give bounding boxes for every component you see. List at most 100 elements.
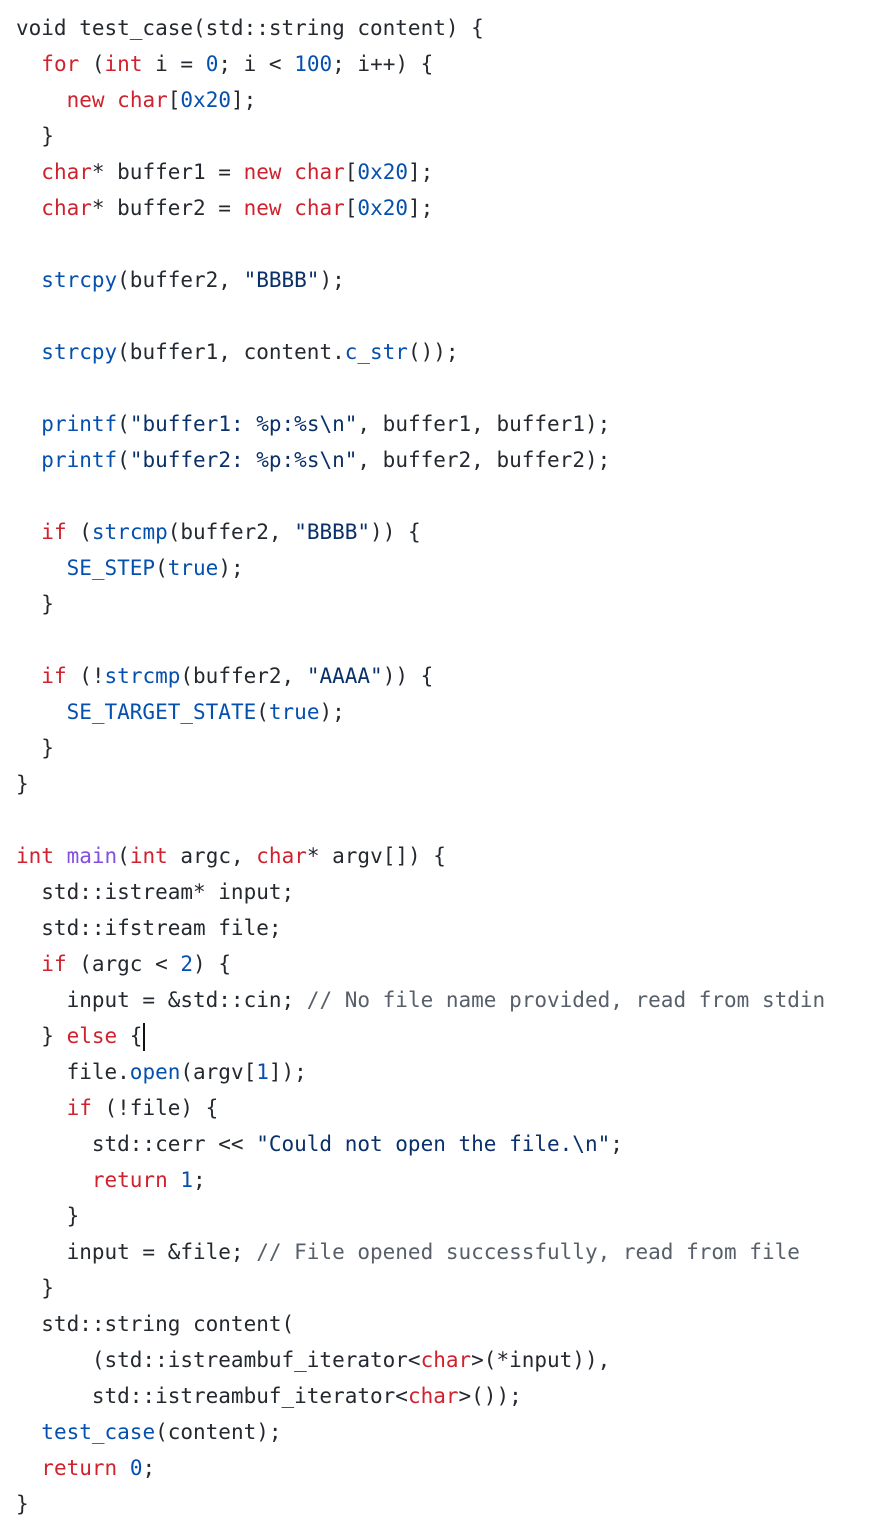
code-line: } bbox=[16, 730, 876, 766]
code-editor[interactable]: void test_case(std::string content) { fo… bbox=[16, 10, 876, 1522]
code-token: ]; bbox=[408, 160, 434, 184]
code-token: [ bbox=[167, 88, 181, 112]
code-token bbox=[117, 1456, 130, 1480]
code-line: strcpy(buffer1, content.c_str()); bbox=[16, 334, 876, 370]
code-token: ); bbox=[319, 700, 345, 724]
code-line: if (!file) { bbox=[16, 1090, 876, 1126]
code-token: >()); bbox=[458, 1384, 522, 1408]
code-token: ]; bbox=[230, 88, 257, 112]
code-line: return 1; bbox=[16, 1162, 876, 1198]
code-line: int main(int argc, char* argv[]) { bbox=[16, 838, 876, 874]
comment-token: // No file name provided, read from stdi… bbox=[306, 988, 826, 1012]
code-line: SE_TARGET_STATE(true); bbox=[16, 694, 876, 730]
function-token: strcpy bbox=[41, 340, 118, 364]
code-token: } bbox=[16, 1276, 54, 1300]
code-token: ( bbox=[155, 556, 168, 580]
code-token: (buffer2, bbox=[167, 520, 295, 544]
code-token: >(*input)), bbox=[471, 1348, 611, 1372]
text-cursor bbox=[143, 1023, 146, 1051]
code-token bbox=[16, 448, 41, 472]
code-token: )) { bbox=[370, 520, 421, 544]
code-line bbox=[16, 478, 876, 514]
code-token bbox=[16, 1420, 41, 1444]
code-line: void test_case(std::string content) { bbox=[16, 10, 876, 46]
code-token: (argv[ bbox=[180, 1060, 257, 1084]
code-token: ( bbox=[117, 412, 130, 436]
function-token: strcpy bbox=[41, 268, 118, 292]
keyword-token: int bbox=[104, 52, 143, 76]
code-token: } bbox=[16, 772, 29, 796]
code-token: * buffer1 = bbox=[91, 160, 244, 184]
string-token: "BBBB" bbox=[294, 520, 371, 544]
keyword-token: if bbox=[41, 520, 67, 544]
function-token: strcmp bbox=[104, 664, 181, 688]
code-token: [ bbox=[344, 196, 358, 220]
code-token: } bbox=[16, 1024, 67, 1048]
code-line: new char[0x20]; bbox=[16, 82, 876, 118]
code-token: (content); bbox=[155, 1420, 282, 1444]
code-token: void test_case(std::string content) { bbox=[16, 16, 484, 40]
keyword-token: char bbox=[117, 88, 168, 112]
code-line: strcpy(buffer2, "BBBB"); bbox=[16, 262, 876, 298]
code-line: } bbox=[16, 1486, 876, 1522]
code-token: ( bbox=[117, 844, 130, 868]
code-line: return 0; bbox=[16, 1450, 876, 1486]
keyword-token: if bbox=[41, 664, 67, 688]
code-token: (argc < bbox=[66, 952, 181, 976]
code-line: if (!strcmp(buffer2, "AAAA")) { bbox=[16, 658, 876, 694]
code-line: for (int i = 0; i < 100; i++) { bbox=[16, 46, 876, 82]
code-token: ; bbox=[142, 1456, 156, 1480]
code-line: file.open(argv[1]); bbox=[16, 1054, 876, 1090]
code-token: (! bbox=[66, 664, 105, 688]
code-token: ( bbox=[117, 448, 130, 472]
code-line: if (strcmp(buffer2, "BBBB")) { bbox=[16, 514, 876, 550]
keyword-token: if bbox=[66, 1096, 92, 1120]
number-token: 0x20 bbox=[180, 88, 231, 112]
number-token: 0x20 bbox=[357, 160, 408, 184]
code-line: (std::istreambuf_iterator<char>(*input))… bbox=[16, 1342, 876, 1378]
code-line: std::istreambuf_iterator<char>()); bbox=[16, 1378, 876, 1414]
code-token: argc, bbox=[167, 844, 257, 868]
code-line: } bbox=[16, 586, 876, 622]
code-token bbox=[16, 412, 41, 436]
code-line: printf("buffer1: %p:%s\n", buffer1, buff… bbox=[16, 406, 876, 442]
code-line: } else { bbox=[16, 1018, 876, 1054]
code-token: ; i++) { bbox=[332, 52, 434, 76]
code-token: )) { bbox=[382, 664, 434, 688]
keyword-token: int bbox=[129, 844, 168, 868]
code-line: printf("buffer2: %p:%s\n", buffer2, buff… bbox=[16, 442, 876, 478]
function-token: strcmp bbox=[91, 520, 168, 544]
code-token bbox=[16, 1168, 92, 1192]
keyword-token: char bbox=[41, 160, 92, 184]
code-token: i = bbox=[142, 52, 206, 76]
code-token: * argv[]) { bbox=[306, 844, 446, 868]
code-token: } bbox=[16, 592, 54, 616]
code-token bbox=[16, 196, 41, 220]
number-token: true bbox=[268, 700, 320, 724]
code-line bbox=[16, 298, 876, 334]
keyword-token: char bbox=[407, 1384, 459, 1408]
type-token: main bbox=[66, 844, 118, 868]
code-line: std::string content( bbox=[16, 1306, 876, 1342]
keyword-token: char bbox=[420, 1348, 472, 1372]
code-line bbox=[16, 622, 876, 658]
code-token: , buffer2, buffer2); bbox=[357, 448, 611, 472]
code-token: ( bbox=[256, 700, 269, 724]
number-token: 1 bbox=[256, 1060, 269, 1084]
code-token: (std::istreambuf_iterator< bbox=[16, 1348, 421, 1372]
keyword-token: return bbox=[41, 1456, 118, 1480]
code-token: ); bbox=[218, 556, 244, 580]
code-line: std::ifstream file; bbox=[16, 910, 876, 946]
code-token bbox=[282, 160, 295, 184]
code-token: std::ifstream file; bbox=[16, 916, 282, 940]
code-line bbox=[16, 226, 876, 262]
function-token: c_str bbox=[344, 340, 408, 364]
code-token bbox=[16, 664, 41, 688]
number-token: 0 bbox=[205, 52, 219, 76]
string-token: "Could not open the file.\n" bbox=[256, 1132, 611, 1156]
code-token bbox=[16, 556, 67, 580]
code-token: ); bbox=[319, 268, 345, 292]
code-token bbox=[54, 844, 67, 868]
code-token bbox=[105, 88, 118, 112]
code-token: std::istream* input; bbox=[16, 880, 295, 904]
